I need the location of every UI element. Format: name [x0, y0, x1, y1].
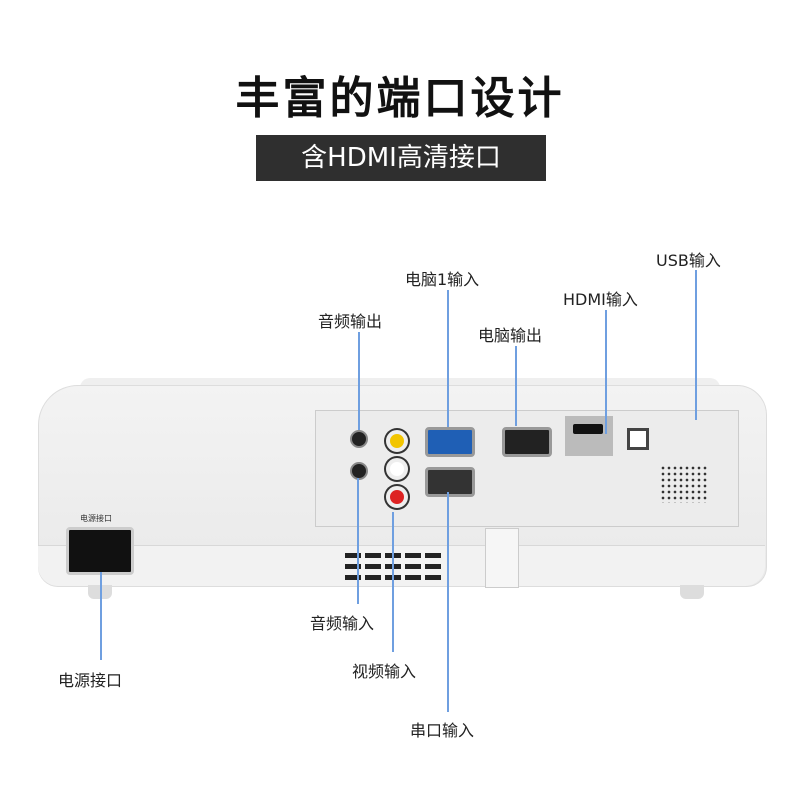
callout-line-pc-out	[515, 346, 517, 426]
page-title: 丰富的端口设计	[235, 73, 565, 124]
subtitle-banner: 含HDMI高清接口	[256, 135, 546, 181]
usb-port	[627, 428, 649, 450]
callout-line-pc1	[447, 290, 449, 427]
speaker-grill	[660, 465, 708, 503]
callout-line-serial	[447, 492, 449, 712]
callout-line-usb	[695, 270, 697, 420]
foot-right	[680, 585, 704, 599]
callout-line-power	[100, 572, 102, 660]
label-audio-in: 音频输入	[310, 614, 375, 633]
power-socket	[66, 527, 134, 575]
callout-line-hdmi	[605, 310, 607, 434]
callout-line-audio-in	[357, 478, 359, 604]
audio-out-jack	[350, 430, 368, 448]
label-power: 电源接口	[58, 671, 123, 690]
pc-out-vga-port	[502, 427, 552, 457]
label-pc1-in: 电脑1输入	[405, 270, 480, 289]
label-hdmi-in: HDMI输入	[563, 290, 638, 309]
audio-r-rca	[386, 486, 408, 508]
audio-l-rca	[386, 458, 408, 480]
label-video-in: 视频输入	[352, 662, 417, 681]
label-serial-in: 串口输入	[410, 721, 475, 740]
adjust-foot-housing	[485, 528, 519, 588]
callout-line-audio-out	[358, 332, 360, 430]
vent	[345, 553, 445, 580]
label-usb-in: USB输入	[656, 251, 721, 270]
label-audio-out: 音频输出	[318, 312, 383, 331]
pc1-vga-port	[425, 427, 475, 457]
audio-in-jack	[350, 462, 368, 480]
label-pc-out: 电脑输出	[478, 326, 543, 345]
serial-port	[425, 467, 475, 497]
callout-line-video	[392, 512, 394, 652]
video-rca	[386, 430, 408, 452]
projector-base	[38, 545, 765, 586]
power-port-caption: 电源接口	[80, 514, 112, 523]
